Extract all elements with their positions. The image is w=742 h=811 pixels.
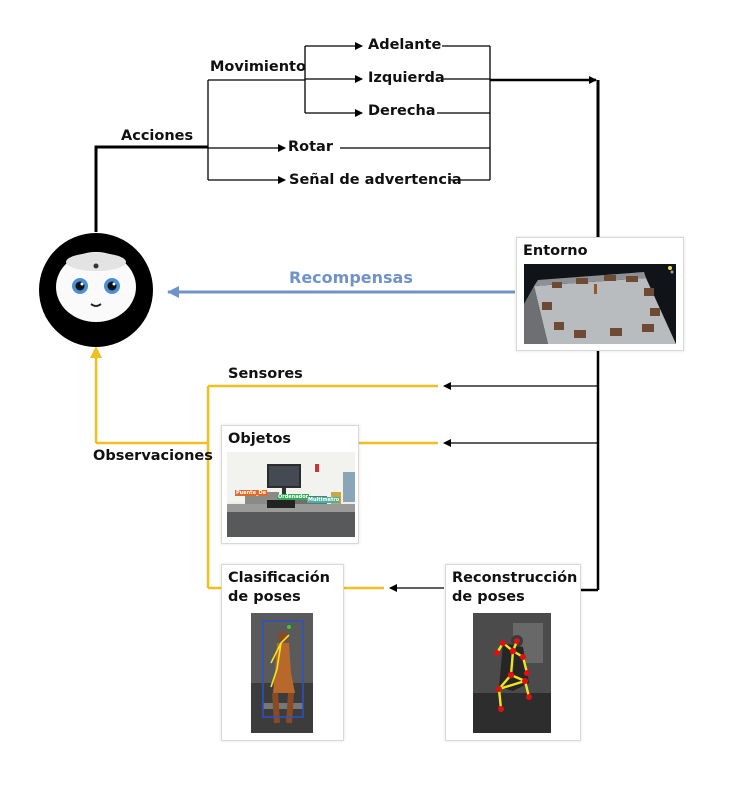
environment-image <box>524 264 676 344</box>
movement-label: Movimiento <box>210 59 306 75</box>
objects-card: Objetos Puente_De Ordenador Multimetro <box>221 425 359 544</box>
pose-classification-line2: de poses <box>228 589 301 605</box>
sensors-label: Sensores <box>228 366 303 382</box>
observation-source-connectors <box>389 351 600 592</box>
left-action[interactable]: Izquierda <box>368 70 445 86</box>
pose-reconstruction-title: Reconstrucción de poses <box>452 569 577 607</box>
pose-reconstruction-card: Reconstrucción de poses <box>445 564 581 741</box>
action-connectors <box>94 42 600 237</box>
pose-reconstruction-line2: de poses <box>452 589 525 605</box>
rewards-label: Recompensas <box>289 268 413 287</box>
rotate-action[interactable]: Rotar <box>288 139 333 155</box>
pose-reconstruction-image <box>473 613 551 733</box>
observations-label: Observaciones <box>93 448 213 464</box>
object-tag-computer: Ordenador <box>277 494 310 500</box>
environment-title: Entorno <box>523 243 588 259</box>
right-action[interactable]: Derecha <box>368 103 436 119</box>
pose-reconstruction-line1: Reconstrucción <box>452 570 578 586</box>
pose-classification-line1: Clasificación <box>228 570 330 586</box>
actions-label: Acciones <box>121 128 194 144</box>
robot-face-icon <box>39 233 153 347</box>
warning-signal-action[interactable]: Señal de advertencia <box>289 172 462 188</box>
observation-connectors <box>90 346 438 590</box>
object-tag-multimeter: Multimetro <box>307 497 341 503</box>
pose-classification-image <box>251 613 313 733</box>
pose-classification-card: Clasificación de poses <box>221 564 344 741</box>
forward-action[interactable]: Adelante <box>368 37 442 53</box>
environment-card: Entorno <box>516 237 684 351</box>
object-tag-bridge: Puente_De <box>235 490 267 496</box>
pose-classification-title: Clasificación de poses <box>228 569 330 607</box>
objects-title: Objetos <box>228 431 292 447</box>
objects-image: Puente_De Ordenador Multimetro <box>227 452 355 537</box>
